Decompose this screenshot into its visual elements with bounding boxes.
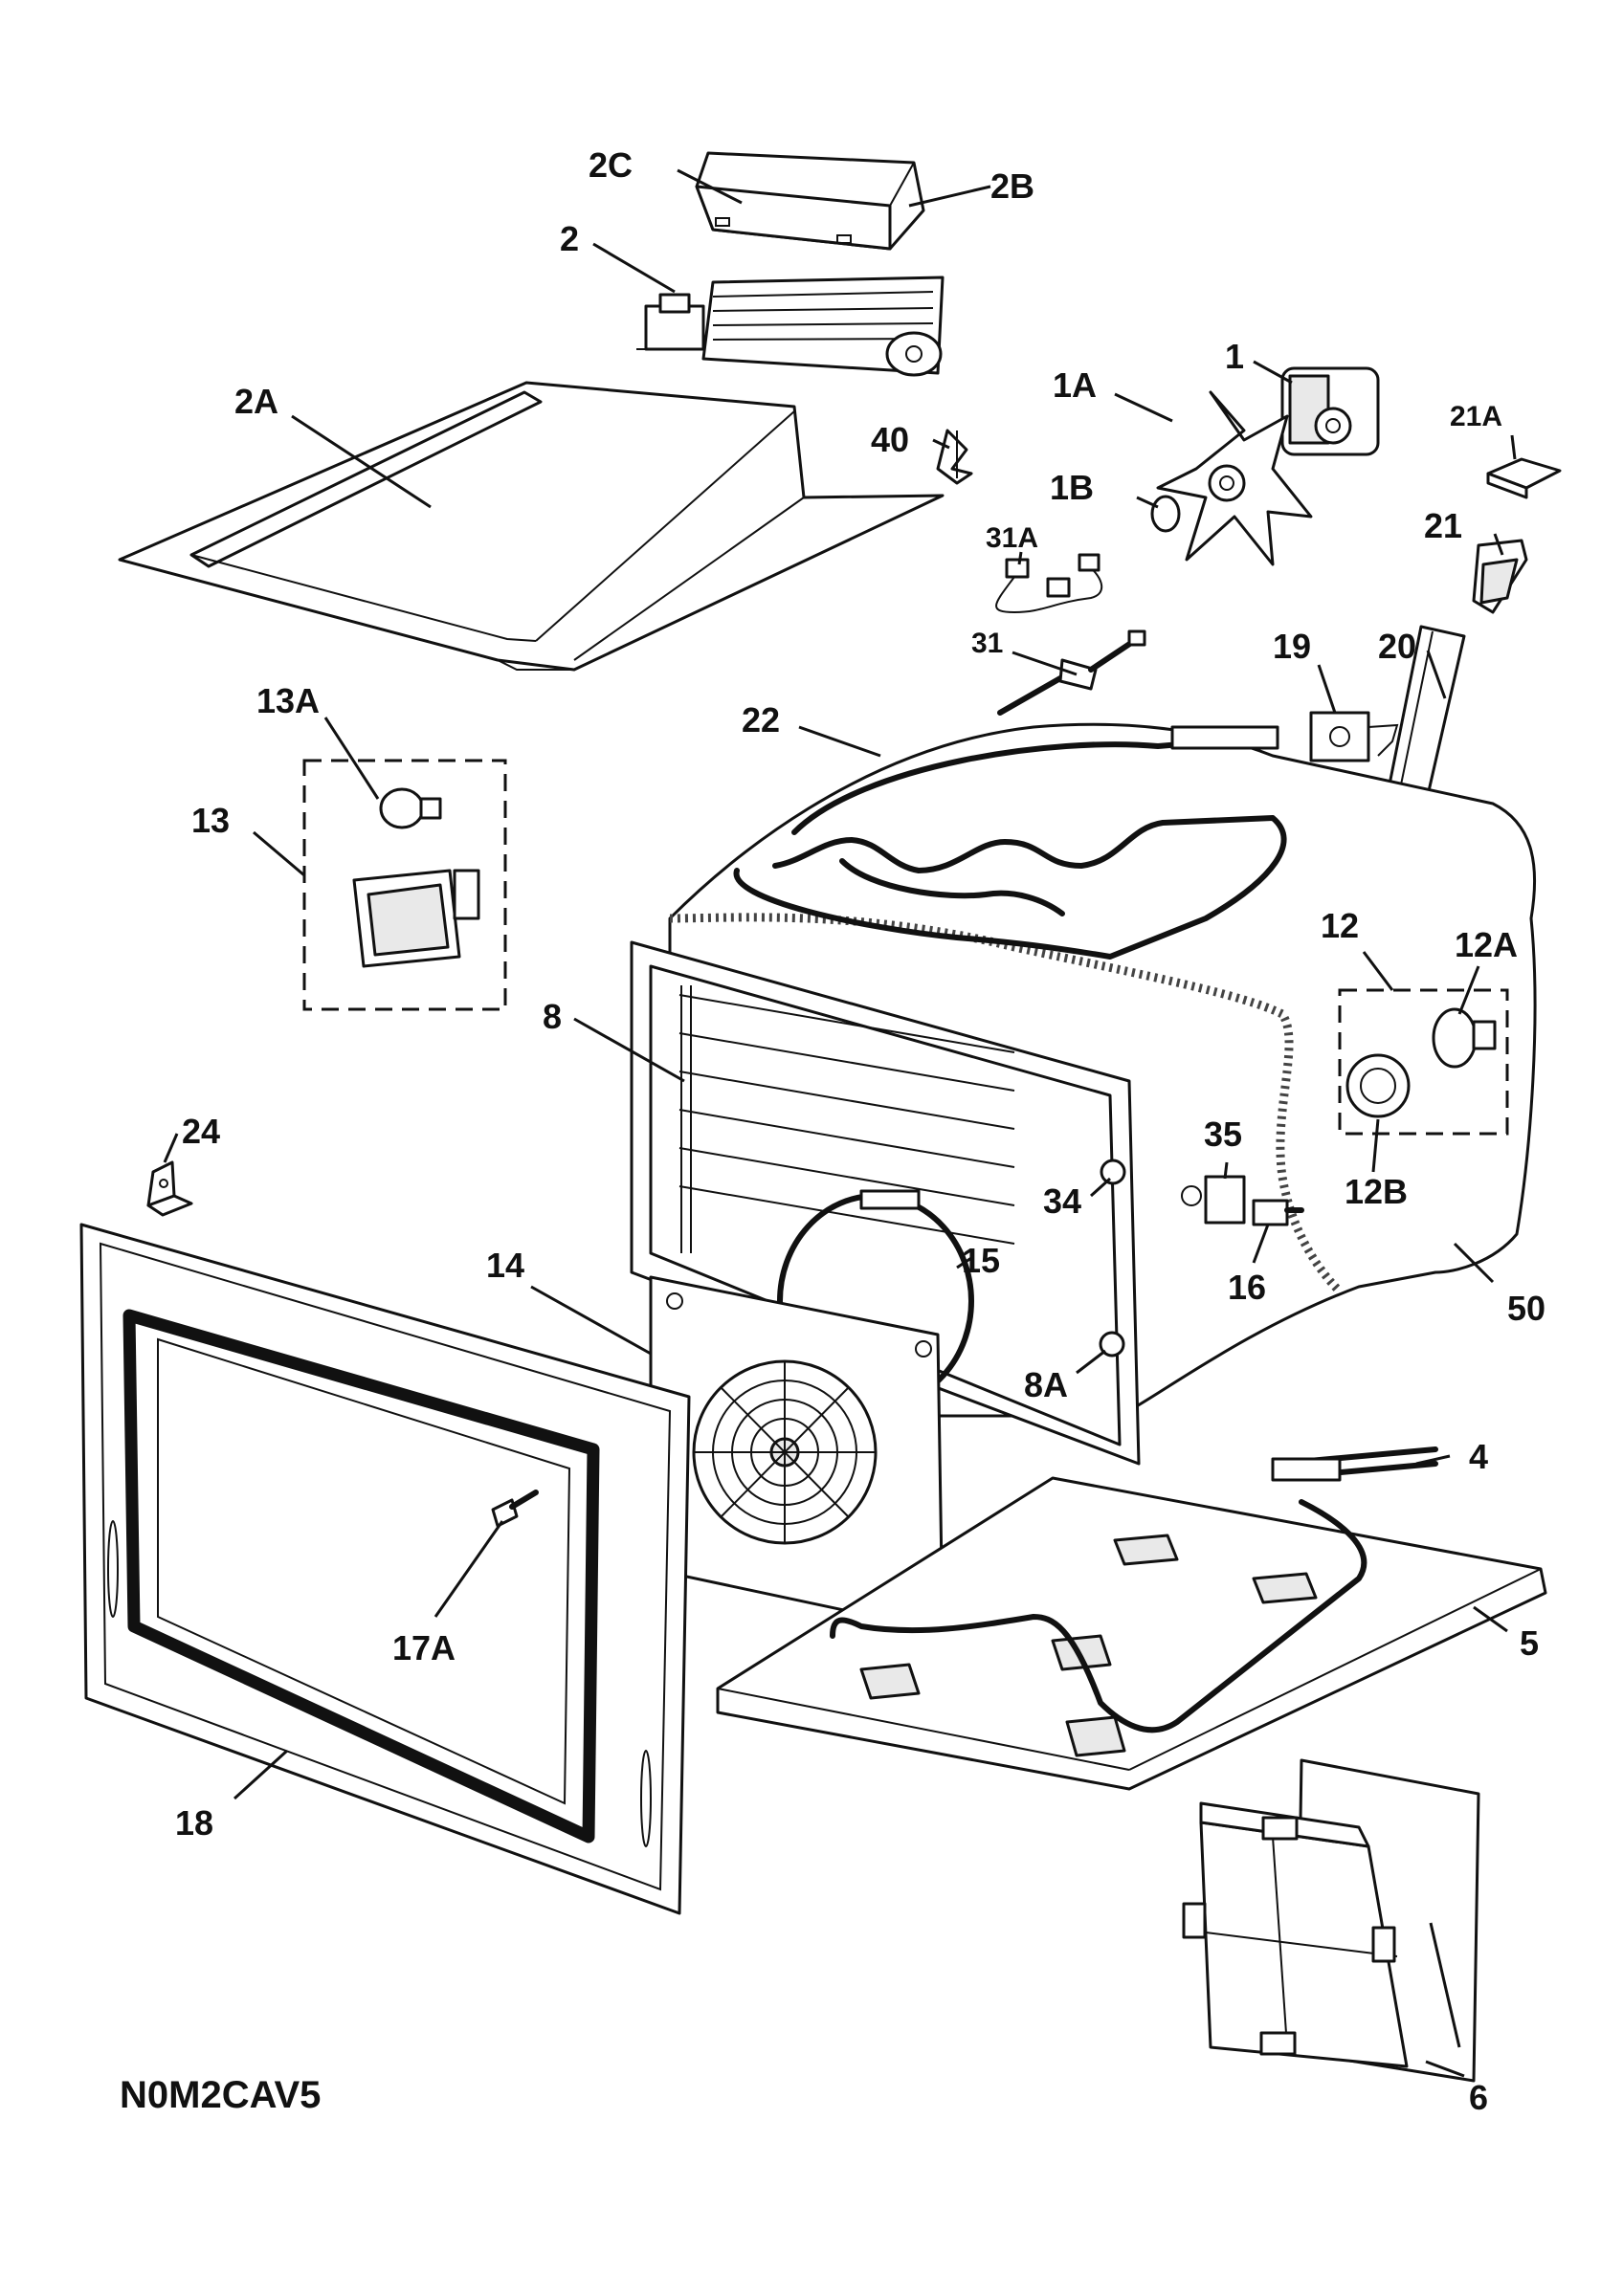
label-2a: 2A — [234, 382, 278, 421]
part-8-shelf-supports[interactable] — [678, 985, 1015, 1253]
diagram-code: N0M2CAV5 — [120, 2074, 321, 2116]
label-2c: 2C — [589, 145, 633, 185]
part-21a-lamp-cover[interactable] — [1486, 457, 1562, 499]
part-35-connector[interactable] — [1181, 1175, 1246, 1225]
part-31a-wiring[interactable] — [995, 553, 1103, 614]
part-2-tangential-fan[interactable] — [636, 276, 945, 377]
label-50: 50 — [1507, 1289, 1545, 1328]
part-1a-fan-blade[interactable] — [1156, 390, 1313, 566]
label-19: 19 — [1273, 627, 1311, 666]
label-4: 4 — [1469, 1437, 1488, 1476]
part-6-control-module[interactable] — [1182, 1758, 1480, 2083]
label-2b: 2B — [990, 166, 1034, 206]
label-5: 5 — [1520, 1623, 1539, 1663]
part-16-terminal[interactable] — [1252, 1199, 1304, 1226]
label-34: 34 — [1043, 1181, 1081, 1221]
label-21: 21 — [1424, 506, 1462, 545]
part-14-fan-cover[interactable] — [649, 1275, 945, 1633]
label-2: 2 — [560, 219, 579, 258]
part-2b-air-duct[interactable] — [695, 151, 925, 251]
part-18-door-frame[interactable] — [79, 1223, 691, 1915]
label-40: 40 — [871, 420, 909, 459]
part-1b-nut[interactable] — [1150, 495, 1181, 533]
label-31a: 31A — [986, 522, 1038, 554]
label-13a: 13A — [256, 681, 320, 720]
label-1: 1 — [1225, 337, 1244, 376]
label-15: 15 — [962, 1241, 1000, 1280]
part-19-thermostat[interactable] — [1309, 711, 1399, 762]
label-12: 12 — [1321, 906, 1359, 945]
label-13: 13 — [191, 801, 230, 840]
label-1a: 1A — [1053, 365, 1097, 405]
label-14: 14 — [486, 1246, 524, 1285]
label-35: 35 — [1204, 1115, 1242, 1154]
part-4-bottom-element[interactable] — [830, 1446, 1438, 1733]
label-12a: 12A — [1455, 925, 1518, 964]
part-13-lamp-housing[interactable] — [302, 759, 507, 1011]
part-12-lamp-assembly[interactable] — [1338, 988, 1509, 1136]
part-1-fan-motor[interactable] — [1280, 366, 1380, 456]
part-24-bracket[interactable] — [146, 1160, 193, 1217]
label-8a: 8A — [1024, 1365, 1068, 1404]
part-8a-screw[interactable] — [1099, 1331, 1125, 1358]
label-31: 31 — [971, 628, 1003, 659]
label-16: 16 — [1228, 1268, 1266, 1307]
part-2a-top-cover[interactable] — [118, 381, 945, 672]
label-12b: 12B — [1345, 1172, 1408, 1211]
label-20: 20 — [1378, 627, 1416, 666]
label-24: 24 — [182, 1112, 220, 1151]
label-6: 6 — [1469, 2078, 1488, 2117]
label-17a: 17A — [392, 1628, 456, 1667]
part-22-grill-element[interactable] — [733, 725, 1287, 960]
part-5-bottom-panel[interactable] — [716, 1476, 1547, 1791]
label-22: 22 — [742, 700, 780, 740]
leader-lines — [163, 168, 1517, 2078]
part-17a-screw[interactable] — [491, 1490, 539, 1528]
label-8: 8 — [543, 997, 562, 1036]
label-1b: 1B — [1050, 468, 1094, 507]
part-40-clip[interactable] — [936, 429, 973, 485]
part-21-bracket[interactable] — [1472, 539, 1528, 614]
part-34-fastener[interactable] — [1100, 1159, 1126, 1185]
label-21a: 21A — [1450, 401, 1502, 432]
callout-labels: 2C 2B 2 2A 40 1 1A 1B 21A 21 31A 31 19 2… — [120, 145, 1545, 2117]
part-31-sensor[interactable] — [997, 629, 1146, 716]
label-18: 18 — [175, 1803, 213, 1843]
